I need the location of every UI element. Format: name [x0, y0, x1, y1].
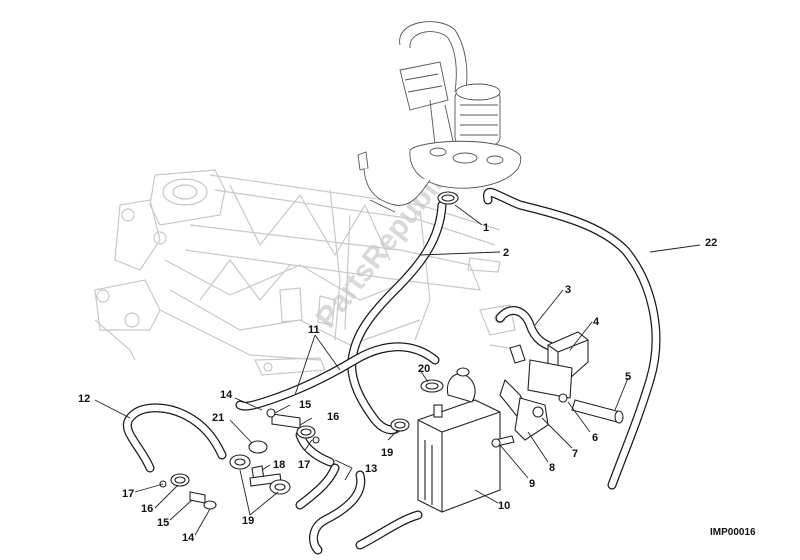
callout-16-lower: 16 — [141, 503, 153, 515]
callout-15-upper: 15 — [299, 399, 311, 411]
callout-13: 13 — [365, 463, 377, 475]
leader-lines — [94, 204, 701, 536]
hose-clamps-and-fittings — [159, 191, 459, 510]
drawing-code: IMP00016 — [710, 527, 756, 538]
callout-17-left: 17 — [122, 488, 134, 500]
carbon-canister — [417, 367, 501, 513]
callout-1: 1 — [483, 222, 489, 234]
callout-19-left: 19 — [242, 515, 254, 527]
callout-6: 6 — [592, 432, 598, 444]
callout-22: 22 — [705, 237, 717, 249]
callout-5: 5 — [625, 371, 631, 383]
callout-11: 11 — [308, 324, 320, 336]
callout-3: 3 — [565, 284, 571, 296]
callout-4: 4 — [593, 316, 600, 328]
callout-labels: 1 2 3 4 5 6 7 8 9 10 11 12 13 14 14 15 1… — [78, 222, 717, 544]
fuel-pump-assembly — [357, 21, 522, 213]
purge-valve-and-bracket — [491, 331, 624, 448]
callout-8: 8 — [549, 462, 555, 474]
callout-2: 2 — [503, 247, 509, 259]
callout-12: 12 — [78, 393, 90, 405]
callout-19-right: 19 — [381, 447, 393, 459]
callout-15-lower: 15 — [157, 517, 169, 529]
callout-7: 7 — [572, 448, 578, 460]
callout-14-upper: 14 — [220, 389, 233, 401]
callout-14-lower: 14 — [182, 532, 195, 544]
callout-18: 18 — [273, 459, 285, 471]
callout-17-right: 17 — [298, 459, 310, 471]
callout-21: 21 — [212, 412, 224, 424]
callout-9: 9 — [529, 478, 535, 490]
callout-10: 10 — [498, 500, 510, 512]
callout-16-upper: 16 — [327, 411, 339, 423]
hoses — [122, 187, 661, 555]
motorcycle-frame — [94, 169, 521, 376]
callout-20: 20 — [418, 363, 430, 375]
